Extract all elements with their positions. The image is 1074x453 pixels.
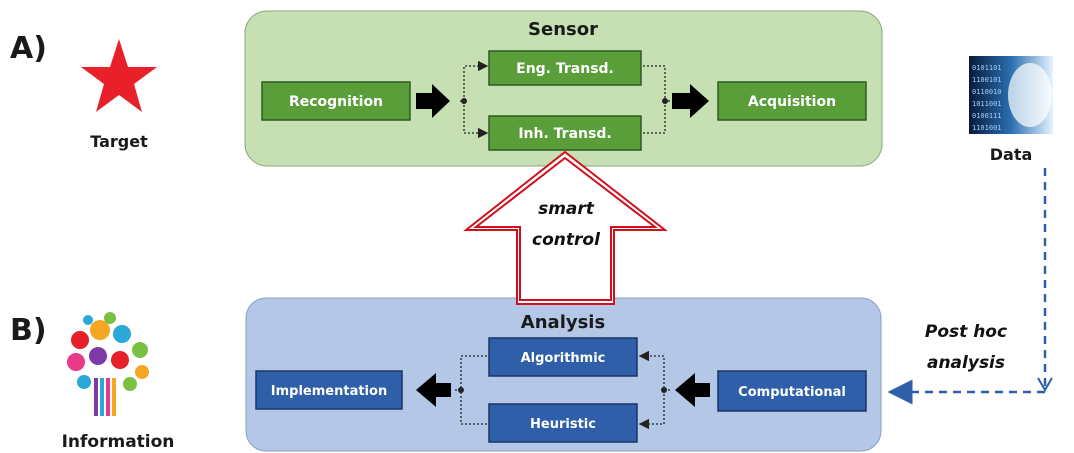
inh-transd-label: Inh. Transd. bbox=[518, 126, 611, 142]
eng-transd-label: Eng. Transd. bbox=[516, 61, 614, 77]
binary-data-image: 0101101 1100101 0110010 1011001 0100111 … bbox=[969, 56, 1053, 134]
inh-transd-box: Inh. Transd. bbox=[488, 115, 642, 151]
sensor-title: Sensor bbox=[528, 19, 598, 40]
smart-control-line1: smart bbox=[538, 199, 595, 219]
smart-control-line2: control bbox=[532, 230, 601, 250]
sensor-split-node bbox=[461, 98, 467, 104]
eng-transd-box: Eng. Transd. bbox=[488, 50, 642, 86]
data-label: Data bbox=[990, 145, 1033, 164]
section-b-label: B) bbox=[10, 313, 47, 348]
analysis-title: Analysis bbox=[521, 312, 605, 333]
svg-text:0110010: 0110010 bbox=[972, 88, 1002, 96]
svg-text:1100101: 1100101 bbox=[972, 76, 1002, 84]
analysis-arrow-left bbox=[416, 373, 451, 407]
analysis-split-connectors bbox=[455, 350, 670, 430]
heuristic-box: Heuristic bbox=[488, 403, 638, 443]
svg-text:1011001: 1011001 bbox=[972, 100, 1002, 108]
acquisition-box: Acquisition bbox=[717, 81, 867, 121]
implementation-label: Implementation bbox=[271, 384, 387, 399]
computational-box: Computational bbox=[717, 370, 867, 412]
colorful-tree-icon bbox=[67, 312, 149, 416]
svg-text:0100111: 0100111 bbox=[972, 112, 1002, 120]
acquisition-label: Acquisition bbox=[748, 94, 836, 110]
algorithmic-label: Algorithmic bbox=[521, 351, 606, 366]
analysis-split-node bbox=[661, 387, 667, 393]
svg-text:0101101: 0101101 bbox=[972, 64, 1002, 72]
implementation-box: Implementation bbox=[255, 370, 403, 410]
recognition-label: Recognition bbox=[289, 94, 383, 110]
section-a-label: A) bbox=[10, 31, 47, 66]
post-hoc-dashed-arrow bbox=[887, 168, 1047, 405]
heuristic-label: Heuristic bbox=[530, 417, 596, 432]
sensor-arrow-left bbox=[416, 84, 450, 118]
post-hoc-line1: Post hoc bbox=[925, 322, 1007, 342]
recognition-box: Recognition bbox=[261, 81, 411, 121]
information-label: Information bbox=[62, 432, 175, 452]
target-label: Target bbox=[90, 132, 148, 151]
post-hoc-down-arrowhead bbox=[1037, 377, 1053, 392]
post-hoc-line2: analysis bbox=[927, 353, 1005, 373]
sensor-merge-node bbox=[662, 98, 668, 104]
computational-label: Computational bbox=[738, 385, 846, 400]
algorithmic-box: Algorithmic bbox=[488, 337, 638, 377]
analysis-merge-node bbox=[458, 387, 464, 393]
smart-control-arrow bbox=[463, 150, 668, 305]
svg-text:1101001: 1101001 bbox=[972, 124, 1002, 132]
star-icon bbox=[81, 39, 157, 112]
analysis-arrow-right bbox=[675, 373, 710, 407]
sensor-arrow-right bbox=[672, 84, 709, 118]
